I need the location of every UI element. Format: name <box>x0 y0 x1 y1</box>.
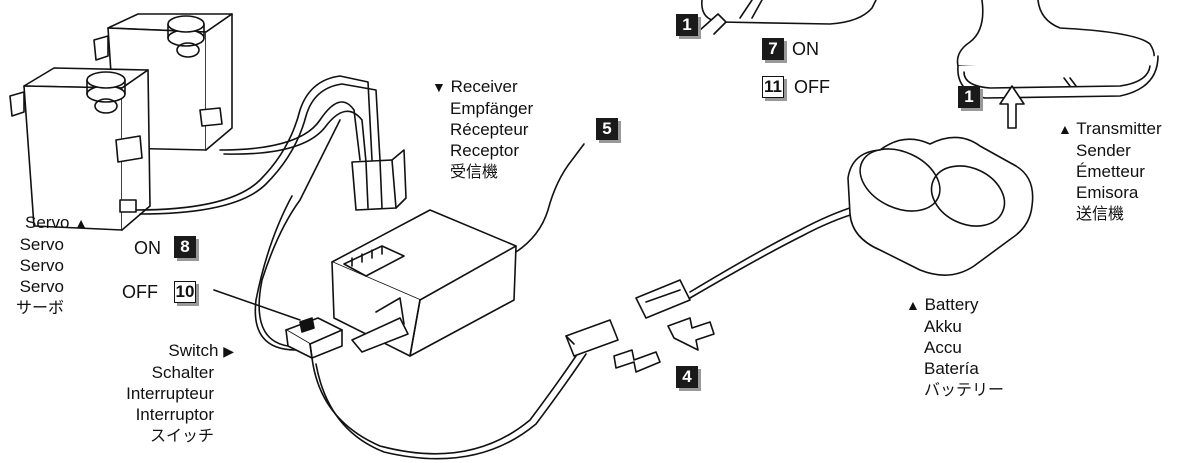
receiver-name-fr: Récepteur <box>432 119 533 140</box>
step-badge-antenna: 5 <box>596 118 618 140</box>
battery-pack-illustration <box>848 137 1033 275</box>
servo-name-en: Servo <box>25 213 69 232</box>
receiver-name-en: Receiver <box>451 77 518 96</box>
receiver-name-de: Empfänger <box>432 98 533 119</box>
receiver-name-es: Receptor <box>432 140 533 161</box>
battery-name-fr: Accu <box>906 337 1004 358</box>
servo-label: Servo ▲ Servo Servo Servo サーボ <box>0 212 88 318</box>
step-badge-tx-off: 11 <box>762 76 784 98</box>
battery-name-en: Battery <box>925 295 979 314</box>
battery-name-ja: バッテリー <box>906 379 1004 400</box>
switch-name-en: Switch <box>168 341 218 360</box>
step-badge-tx-right: 1 <box>958 86 980 108</box>
step-badge-tx-left: 1 <box>676 14 698 36</box>
switch-lead <box>312 350 580 454</box>
transmitter-name-ja: 送信機 <box>1058 203 1162 224</box>
switch-connector <box>566 320 618 356</box>
step-badge-switch-on: 8 <box>174 236 196 258</box>
step-badge-connect: 4 <box>676 366 698 388</box>
switch-off-text: OFF <box>122 280 158 304</box>
switch-name-fr: Interrupteur <box>100 383 234 404</box>
transmitter-right-illustration <box>958 0 1159 98</box>
transmitter-name-en: Transmitter <box>1076 119 1161 138</box>
battery-name-de: Akku <box>906 316 1004 337</box>
battery-name-es: Batería <box>906 358 1004 379</box>
transmitter-name-de: Sender <box>1058 140 1162 161</box>
transmitter-label: ▲ Transmitter Sender Émetteur Emisora 送信… <box>1058 118 1162 224</box>
step-badge-tx-on: 7 <box>762 38 784 60</box>
switch-marker: ▶ <box>223 343 234 359</box>
switch-name-de: Schalter <box>100 362 234 383</box>
servo-name-es: Servo <box>0 276 88 297</box>
tx-on-text: ON <box>792 37 819 61</box>
switch-name-ja: スイッチ <box>100 425 234 446</box>
connect-arrow-right <box>614 350 660 372</box>
battery-label: ▲ Battery Akku Accu Batería バッテリー <box>906 294 1004 400</box>
switch-illustration <box>286 318 342 358</box>
switch-label: Switch ▶ Schalter Interrupteur Interrupt… <box>100 340 234 446</box>
battery-lead <box>690 206 856 292</box>
servo-marker: ▲ <box>74 215 88 231</box>
transmitter-left-illustration <box>700 0 876 34</box>
servo-front <box>10 68 150 230</box>
receiver-marker: ▼ <box>432 79 446 95</box>
servo-name-de: Servo <box>0 234 88 255</box>
switch-on-text: ON <box>134 236 161 260</box>
receiver-name-ja: 受信機 <box>432 161 533 182</box>
step-badge-switch-off: 10 <box>174 281 196 303</box>
transmitter-name-es: Emisora <box>1058 182 1162 203</box>
connect-arrow-left <box>668 318 714 350</box>
receiver-illustration <box>332 210 516 356</box>
servo-lead-1 <box>220 102 360 160</box>
battery-marker: ▲ <box>906 297 920 313</box>
battery-connector <box>636 280 690 318</box>
transmitter-name-fr: Émetteur <box>1058 161 1162 182</box>
servo-name-ja: サーボ <box>0 297 88 318</box>
switch-name-es: Interruptor <box>100 404 234 425</box>
transmitter-marker: ▲ <box>1058 121 1072 137</box>
servo-name-fr: Servo <box>0 255 88 276</box>
tx-off-text: OFF <box>794 75 830 99</box>
receiver-label: ▼ Receiver Empfänger Récepteur Receptor … <box>432 76 533 182</box>
